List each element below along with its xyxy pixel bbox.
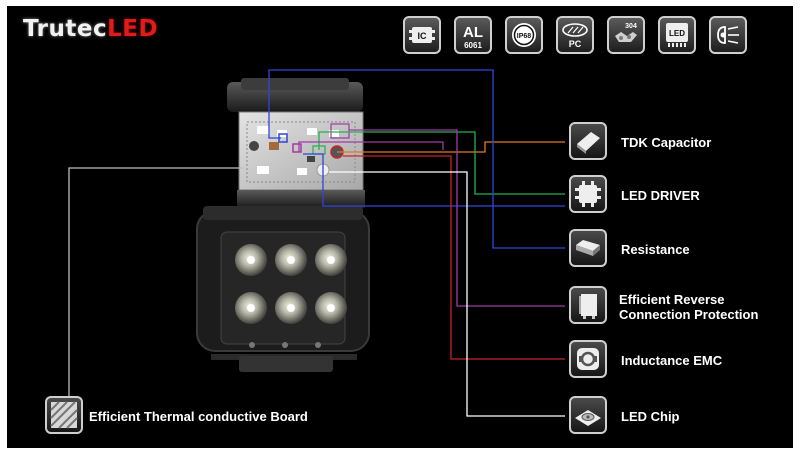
capacitor-icon [569, 122, 607, 160]
work-light-illustration [196, 78, 370, 372]
led-driver-label: LED DRIVER [621, 188, 700, 203]
led-chip-label: LED Chip [621, 409, 680, 424]
led-chip-icon [569, 396, 607, 434]
tdk-capacitor-label: TDK Capacitor [621, 135, 712, 150]
led-driver-icon [569, 175, 607, 213]
pc-text: PC [569, 39, 582, 49]
connector-lines [68, 69, 565, 417]
aluminum-text: AL [463, 24, 483, 41]
line-led-chip [329, 171, 565, 417]
brand-word: Trutec [23, 16, 108, 42]
mount-plate [237, 190, 365, 208]
led-text: LED [669, 29, 685, 38]
line-led-driver [318, 131, 565, 195]
top-bracket [227, 78, 363, 112]
line-resistance [268, 69, 565, 249]
resistance-label: Resistance [621, 242, 690, 257]
pc-lens-icon: PC [556, 16, 594, 54]
led-lenses [235, 244, 347, 324]
brand-accent: LED [107, 16, 159, 42]
stainless-304-icon: 304 [607, 16, 645, 54]
line-reverse-protection [349, 129, 565, 307]
ic-chip-text: IC [418, 31, 428, 41]
beam-lamp-icon [709, 16, 747, 54]
ip68-text: IP68 [517, 33, 532, 40]
thermal-board-label: Efficient Thermal conductive Board [89, 409, 308, 424]
product-diagram: TrutecLED IC AL 6061 IP68 PC 304 LED [7, 6, 793, 448]
ip68-icon: IP68 [505, 16, 543, 54]
inductance-emc-icon [569, 340, 607, 378]
pcb-board [238, 111, 364, 191]
resistance-icon [569, 229, 607, 267]
line-resistance-b [303, 153, 565, 207]
thermal-board-icon [45, 396, 83, 434]
reverse-protection-label: Efficient Reverse Connection Protection [619, 292, 759, 322]
led-icon: LED [658, 16, 696, 54]
line-thermal-board [68, 167, 243, 396]
aluminum-subtext: 6061 [464, 41, 482, 50]
aluminum-6061-icon: AL 6061 [454, 16, 492, 54]
line-inductance-emc [343, 155, 565, 360]
stainless-text: 304 [625, 23, 637, 30]
ic-chip-icon: IC [403, 16, 441, 54]
brand-logo: TrutecLED [23, 16, 158, 42]
line-reverse-protection-b [298, 141, 444, 152]
inductance-emc-label: Inductance EMC [621, 353, 723, 368]
line-tdk-capacitor [337, 141, 565, 153]
reverse-protection-icon [569, 286, 607, 324]
